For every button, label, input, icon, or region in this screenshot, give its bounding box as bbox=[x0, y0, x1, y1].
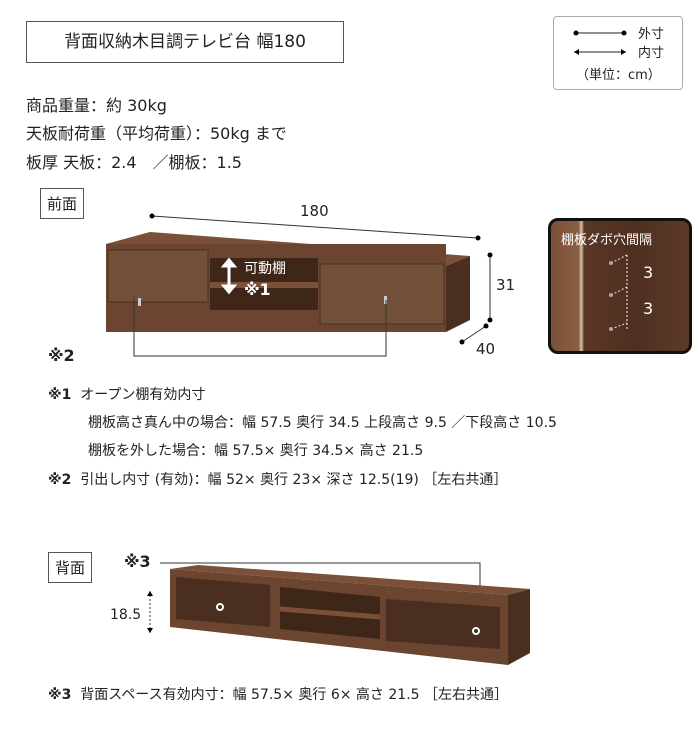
mark-2: ※2 bbox=[48, 346, 75, 365]
front-height: 31 bbox=[496, 276, 516, 294]
back-view-drawing bbox=[147, 562, 530, 665]
dowel-dimension-lines bbox=[609, 254, 628, 331]
legend-lines-icon bbox=[573, 30, 627, 55]
front-view-drawing bbox=[106, 213, 493, 357]
inset-value-1: 3 bbox=[643, 263, 654, 282]
spec-thickness: 板厚 天板：2.4 ／棚板：1.5 bbox=[26, 153, 242, 172]
back-label: 背面 bbox=[48, 552, 93, 583]
mark-1: ※1 bbox=[244, 280, 271, 299]
note2-mark: ※2 bbox=[48, 472, 72, 488]
legend-outer: 外寸 bbox=[638, 27, 665, 42]
mark-3: ※3 bbox=[124, 552, 151, 571]
inset-value-2: 3 bbox=[643, 299, 654, 318]
note3-text: 背面スペース有効内寸：幅 57.5× 奥行 6× 高さ 21.5 ［左右共通］ bbox=[80, 687, 508, 703]
front-width: 180 bbox=[300, 202, 329, 220]
back-height: 18.5 bbox=[110, 607, 142, 623]
legend-inner: 内寸 bbox=[638, 46, 665, 61]
legend-unit: （単位：cm） bbox=[576, 68, 661, 83]
spec-load: 天板耐荷重（平均荷重）：50kg まで bbox=[26, 124, 287, 143]
front-depth: 40 bbox=[476, 340, 496, 358]
product-title: 背面収納木目調テレビ台 幅180 bbox=[26, 21, 344, 63]
note1-line1: 棚板高さ真ん中の場合：幅 57.5 奥行 34.5 上段高さ 9.5 ／下段高さ… bbox=[88, 415, 557, 431]
note2-text: 引出し内寸 (有効)：幅 52× 奥行 23× 深さ 12.5(19) ［左右共… bbox=[80, 472, 508, 488]
inset-title: 棚板ダボ穴間隔 bbox=[561, 233, 653, 248]
note1-mark: ※1 bbox=[48, 387, 72, 403]
front-label: 前面 bbox=[40, 188, 85, 219]
note3-mark: ※3 bbox=[48, 687, 72, 703]
dowel-spacing-inset: 棚板ダボ穴間隔 3 3 bbox=[548, 218, 692, 354]
dimension-legend: 外寸 内寸 （単位：cm） bbox=[553, 16, 683, 90]
note1-line2: 棚板を外した場合：幅 57.5× 奥行 34.5× 高さ 21.5 bbox=[88, 443, 424, 459]
note1-title: オープン棚有効内寸 bbox=[80, 387, 206, 403]
movable-shelf-label: 可動棚 bbox=[244, 261, 286, 277]
spec-weight: 商品重量：約 30kg bbox=[26, 96, 167, 115]
